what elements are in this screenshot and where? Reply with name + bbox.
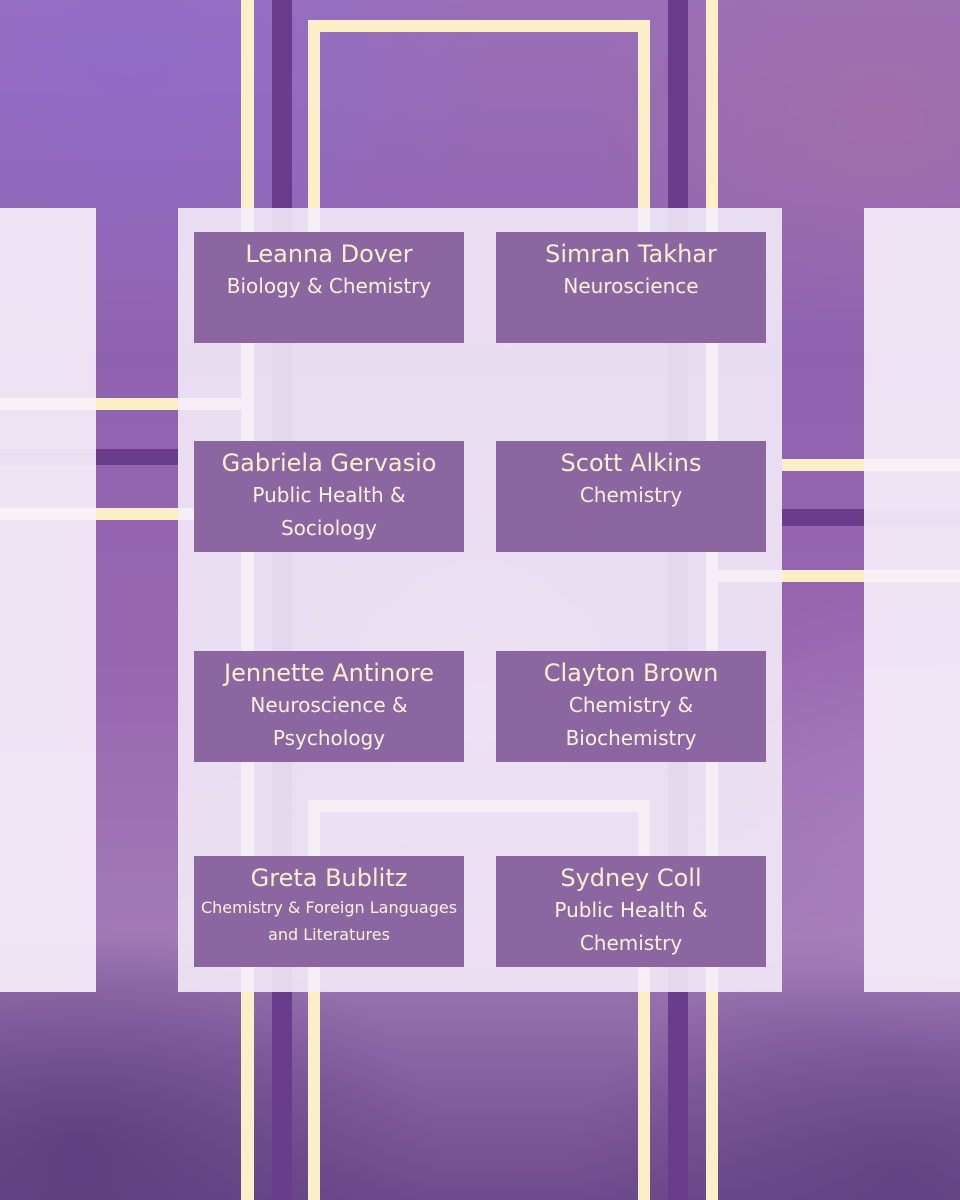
person-name: Sydney Coll: [560, 864, 702, 892]
person-card: Jennette Antinore Neuroscience & Psychol…: [194, 651, 464, 762]
person-department: Chemistry & Foreign Languages and Litera…: [200, 898, 458, 944]
person-name: Simran Takhar: [545, 240, 717, 268]
person-card: Simran Takhar Neuroscience: [496, 232, 766, 343]
person-department: Chemistry: [579, 483, 683, 507]
person-name: Clayton Brown: [543, 659, 719, 687]
side-panel-left: [0, 208, 96, 992]
person-name: Scott Alkins: [560, 449, 702, 477]
side-panel-right: [864, 208, 960, 992]
person-card: Gabriela Gervasio Public Health & Sociol…: [194, 441, 464, 552]
person-name: Gabriela Gervasio: [221, 449, 437, 477]
person-card: Sydney Coll Public Health & Chemistry: [496, 856, 766, 967]
person-card: Leanna Dover Biology & Chemistry: [194, 232, 464, 343]
person-name: Leanna Dover: [245, 240, 413, 268]
person-name: Greta Bublitz: [250, 864, 408, 892]
person-card: Greta Bublitz Chemistry & Foreign Langua…: [194, 856, 464, 967]
person-department: Biology & Chemistry: [226, 274, 432, 298]
person-department: Public Health & Sociology: [252, 483, 406, 540]
person-department: Neuroscience: [563, 274, 699, 298]
roster-panel: Leanna Dover Biology & Chemistry Simran …: [178, 208, 782, 992]
person-card: Scott Alkins Chemistry: [496, 441, 766, 552]
person-department: Public Health & Chemistry: [554, 898, 708, 955]
person-department: Chemistry & Biochemistry: [565, 693, 697, 750]
person-department: Neuroscience & Psychology: [250, 693, 408, 750]
person-name: Jennette Antinore: [224, 659, 434, 687]
person-card: Clayton Brown Chemistry & Biochemistry: [496, 651, 766, 762]
